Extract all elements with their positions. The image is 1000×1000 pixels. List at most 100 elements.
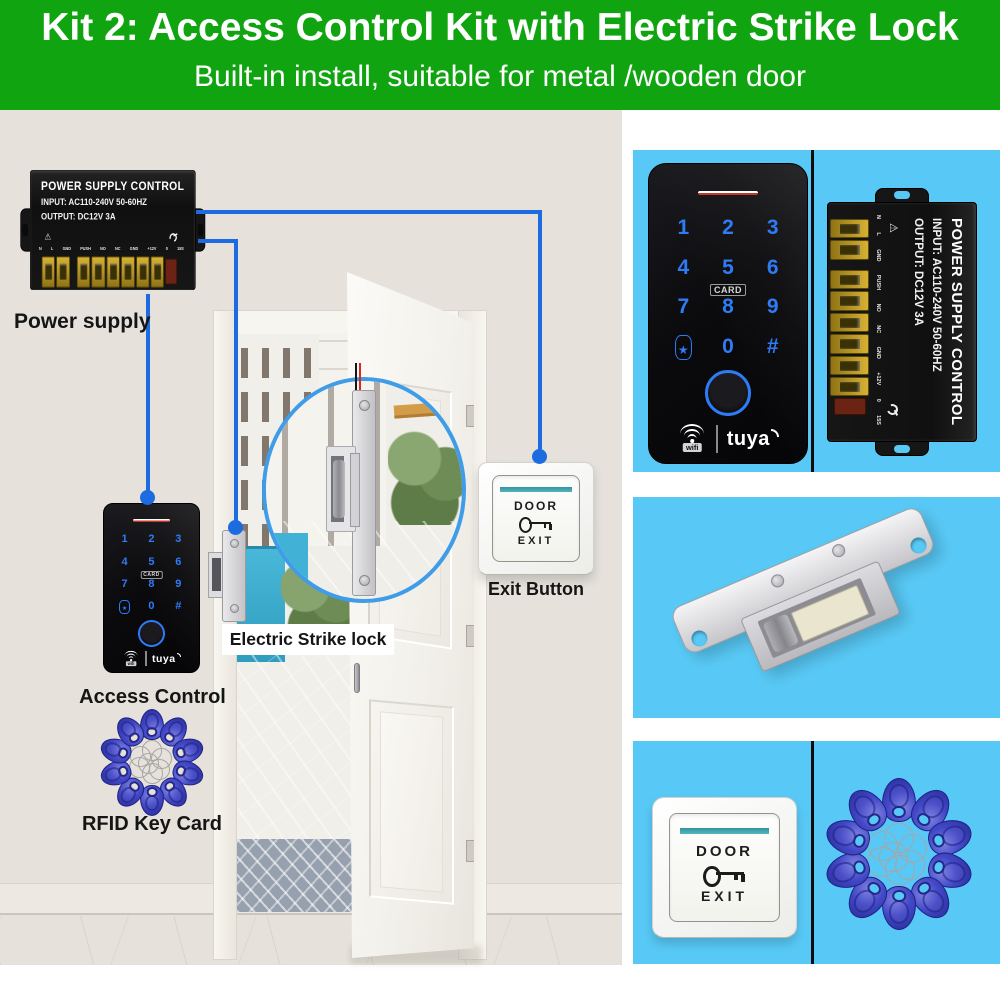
keypad-key: 8 [722,295,734,319]
keypad-key: # [766,334,779,358]
electric-strike-lock-label: Electric Strike lock [222,624,394,655]
exit-button: DOOR EXIT [478,462,594,575]
card-swipe-slit [697,190,759,195]
zoom-strike-latch [326,446,360,532]
zoom-street-greenery [388,423,462,525]
power-supply-output-spec: OUTPUT: DC12V 3A [41,212,116,222]
access-control-label: Access Control [79,686,226,708]
door-handle [354,663,360,693]
mounting-ear [875,441,929,456]
rfid-keyfob [882,886,916,930]
screw-icon [230,604,239,613]
keypad-key: 4 [677,255,690,279]
screw-icon [230,539,239,548]
keypad-key: 7 [121,577,128,590]
power-supply-output-spec: OUTPUT: DC12V 3A [912,218,924,326]
exit-button-door-text: DOOR [696,843,753,861]
brand-divider [716,425,718,454]
door-hinge [466,405,474,427]
power-supply-input-spec: INPUT: AC110-240V 50-60HZ [930,218,942,372]
door-hinge [466,625,474,647]
keypad-key: 6 [175,555,182,568]
keypad-key: 0 [722,334,734,358]
power-supply-title: POWER SUPPLY CONTROL [948,218,965,426]
power-supply-label: Power supply [14,310,151,333]
red-wire [359,363,361,390]
keypad-key: # [175,599,182,612]
wire-endpoint-dot [228,520,243,535]
keypad-key: 3 [175,533,182,546]
rfid-keyfob [140,784,164,816]
header-banner: Kit 2: Access Control Kit with Electric … [0,0,1000,110]
keypad-key: 6 [766,255,779,279]
wire-to-strike-lock [234,239,238,527]
panel-divider [811,150,814,472]
keypad-key: 5 [722,255,734,279]
keypad-key: 0 [148,599,155,612]
timer-dial-icon [885,402,900,417]
black-wire [355,363,357,390]
wire-to-exit-button [196,210,542,214]
rfid-keyfob-ring [92,702,212,822]
power-supply-body: POWER SUPPLY CONTROL INPUT: AC110-240V 5… [827,202,977,442]
wire-endpoint-dot [532,449,547,464]
banner-subtitle: Built-in install, suitable for metal /wo… [194,60,806,93]
keypad-key: 1 [677,216,690,240]
power-supply-unit: POWER SUPPLY CONTROL INPUT: AC110-240V 5… [20,170,206,290]
exit-button-label: Exit Button [488,579,584,599]
keypad-key: 2 [722,216,734,240]
exit-button-teal-line [679,828,770,835]
exit-button-teal-line [500,487,572,493]
card-reader-label: CARD [710,283,746,296]
card-swipe-slit [133,519,170,523]
wifi-icon: wifi [677,424,707,454]
keypad-key: 2 [148,533,155,546]
exit-button-door-text: DOOR [514,499,558,514]
wifi-badge: wifi [126,660,137,666]
key-ring-icon [142,762,164,784]
brand-row: wifi tuya [104,648,199,670]
open-door-panel [347,272,474,958]
screw-icon [769,572,787,590]
brand-divider [145,651,147,667]
fingerprint-sensor [137,619,166,648]
banner-title: Kit 2: Access Control Kit with Electric … [41,6,959,49]
rfid-key-card-label: RFID Key Card [81,813,223,835]
keypad-key: 8 [148,577,155,590]
doorbell-key-icon: ★ [113,599,137,614]
wire-to-keypad [146,294,150,498]
screw-icon [830,542,848,560]
indoor-floor [0,916,622,965]
exit-button-plate: DOOR EXIT [491,475,581,562]
exit-button-exit-text: EXIT [700,887,749,904]
wire-to-exit-button [538,210,542,458]
exit-button-plate: DOOR EXIT [668,813,781,922]
tuya-logo: tuya [727,428,779,451]
card-reader-label: CARD [140,571,163,580]
mounting-ear [875,188,929,203]
terminal-blocks [830,219,870,416]
fingerprint-sensor [705,370,751,417]
keypad-key: 1 [121,533,128,546]
keypad-key: 9 [766,295,779,319]
rfid-keyfob-ring-product [819,774,979,934]
door-hinge [466,840,474,862]
key-ring-icon [885,855,915,886]
panel-divider [811,741,814,964]
power-supply-title: POWER SUPPLY CONTROL [41,179,185,194]
keypad-key: 4 [121,555,128,568]
strike-lock-zoom-bubble [262,377,466,603]
screw-icon [359,575,370,586]
wire-to-strike-lock [198,239,238,243]
power-supply-product: POWER SUPPLY CONTROL INPUT: AC110-240V 5… [827,188,977,456]
exit-button-exit-text: EXIT [517,534,555,547]
screw-hole [688,628,710,649]
mounting-ear [194,208,206,252]
warning-icon: ⚠ [887,223,899,233]
tuya-logo: tuya [152,653,181,665]
